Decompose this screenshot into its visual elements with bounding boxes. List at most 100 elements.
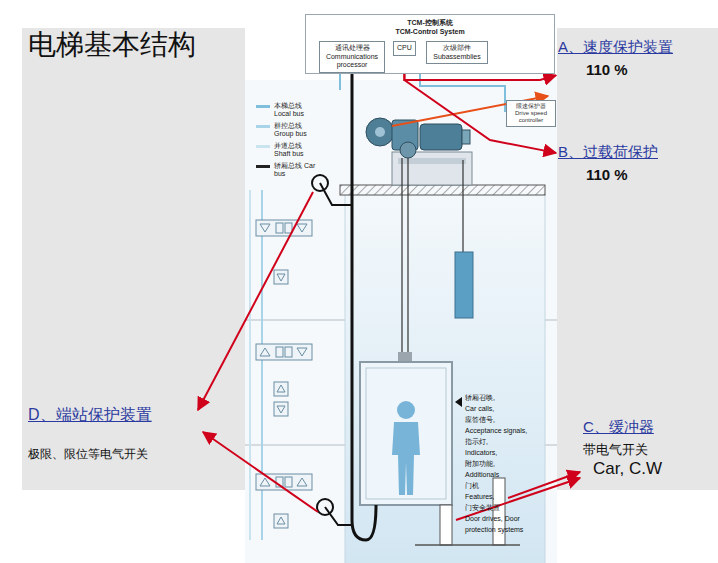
node-text: 110 % bbox=[586, 166, 658, 183]
bus-wires bbox=[339, 74, 341, 90]
hall-call-panel bbox=[256, 220, 312, 236]
traction-machine bbox=[375, 127, 385, 137]
travelling-cable bbox=[325, 507, 352, 525]
legend-text: 轿厢总线 Car bus bbox=[274, 162, 318, 178]
counterweight bbox=[455, 252, 473, 318]
elevator-car bbox=[360, 362, 452, 505]
buffer bbox=[440, 505, 452, 545]
travelling-cable bbox=[312, 175, 328, 191]
node-title: 限速保护器 Drive speed controller bbox=[509, 103, 553, 124]
car-feature-label: Acceptance signals, bbox=[465, 426, 527, 435]
node-title: 通讯处理器 Communications processor bbox=[323, 44, 381, 70]
car-feature-label: 门机 bbox=[465, 481, 479, 490]
machine-room-slab bbox=[340, 185, 545, 195]
hoist-rope bbox=[401, 158, 402, 352]
node-title: CPU bbox=[397, 44, 412, 53]
buffer bbox=[493, 478, 505, 545]
node-title: C、缓冲器 bbox=[583, 418, 662, 437]
node-title: 次级部件 Subassemblies bbox=[430, 44, 484, 61]
building-background bbox=[545, 444, 557, 446]
hall-call-panel bbox=[297, 348, 307, 356]
legend-text: 本梯总线 Local bus bbox=[274, 102, 318, 118]
travelling-cable bbox=[352, 74, 376, 540]
machine-room-slab bbox=[340, 185, 545, 195]
car-feature-label: Door drives, Door bbox=[465, 514, 520, 523]
node-text: 带电气开关 bbox=[583, 441, 662, 459]
car-feature-label: Indicators, bbox=[465, 448, 497, 457]
hall-call-panel bbox=[277, 385, 285, 392]
cpu-box: CPU bbox=[393, 41, 416, 56]
hall-call-panel bbox=[260, 478, 270, 486]
side-panel bbox=[22, 28, 245, 490]
elevator-car bbox=[360, 352, 462, 505]
travelling-cable bbox=[320, 183, 352, 205]
hoist-rope bbox=[462, 160, 463, 252]
building-background bbox=[245, 319, 345, 321]
car-feature-label: Features, bbox=[465, 492, 495, 501]
travelling-cable bbox=[317, 499, 333, 515]
hall-call-panel bbox=[285, 477, 292, 487]
speed-governor-box: 限速保护器 Drive speed controller bbox=[506, 100, 556, 127]
node-text: 极限、限位等电气开关 bbox=[28, 446, 152, 463]
building-background bbox=[245, 80, 557, 563]
car-feature-label: Car calls, bbox=[465, 404, 494, 413]
car-feature-label: 轿厢召唤, bbox=[465, 393, 495, 402]
elevator-car bbox=[455, 397, 462, 407]
building-background bbox=[245, 444, 345, 446]
hall-call-panel bbox=[285, 347, 292, 357]
traction-machine bbox=[420, 124, 462, 150]
hall-call-panel bbox=[277, 406, 285, 413]
hall-call-panel bbox=[260, 224, 270, 232]
building-background bbox=[345, 195, 346, 563]
leader-arrow bbox=[456, 478, 580, 520]
car-feature-label: 应答信号, bbox=[465, 415, 495, 424]
node-text: 110 % bbox=[586, 61, 673, 78]
legend-item: 群控总线 Group bus bbox=[256, 122, 336, 140]
bus-wires bbox=[249, 190, 251, 540]
car-feature-label: 指示灯, bbox=[465, 437, 488, 446]
legend-swatch bbox=[256, 145, 270, 148]
node-text: Car, C.W bbox=[593, 459, 662, 479]
legend-swatch bbox=[256, 165, 270, 168]
car-feature-label: 门安全装置 bbox=[465, 503, 500, 512]
node-title: TCM-控制系统 bbox=[306, 15, 554, 28]
hall-call-panel bbox=[256, 220, 312, 528]
module-box: 通讯处理器 Communications processor bbox=[319, 41, 385, 73]
car-feature-label: Additionals bbox=[465, 470, 499, 479]
hall-call-panel bbox=[260, 348, 270, 356]
legend-text: 群控总线 Group bus bbox=[274, 122, 318, 138]
elevator-car bbox=[397, 401, 415, 419]
leader-arrow bbox=[203, 432, 318, 512]
car-feature-label: 附加功能, bbox=[465, 459, 495, 468]
elevator-car bbox=[392, 422, 420, 495]
traction-machine bbox=[400, 142, 416, 158]
legend-item: 轿厢总线 Car bus bbox=[256, 162, 336, 180]
bus-wires bbox=[250, 74, 505, 540]
car-feature-label: protection systems bbox=[465, 525, 523, 534]
node-title: B、过载荷保护 bbox=[558, 143, 658, 162]
hoist-rope bbox=[402, 158, 463, 352]
callout-label: B、过载荷保护 110 % bbox=[558, 143, 658, 183]
legend-swatch bbox=[256, 105, 270, 108]
hall-call-panel bbox=[256, 344, 312, 360]
node-text: TCM-Control System bbox=[306, 28, 554, 35]
leader-arrow bbox=[508, 472, 580, 498]
hall-call-panel bbox=[274, 514, 288, 528]
building-background bbox=[545, 195, 546, 563]
hall-call-panel bbox=[276, 223, 283, 233]
building-background bbox=[245, 80, 557, 563]
leader-arrow bbox=[198, 192, 313, 410]
building-background bbox=[545, 319, 557, 321]
traction-machine bbox=[462, 130, 470, 144]
hall-call-panel bbox=[274, 270, 288, 284]
hall-call-panel bbox=[297, 224, 307, 232]
module-box: 次级部件 Subassemblies bbox=[426, 41, 488, 64]
legend-item: 并道总线 Shaft bus bbox=[256, 142, 336, 160]
travelling-cable bbox=[312, 74, 376, 540]
elevator-car bbox=[398, 352, 412, 362]
traction-machine bbox=[366, 118, 472, 185]
control-system-box: TCM-控制系统TCM-Control System 通讯处理器 Communic… bbox=[305, 14, 555, 74]
